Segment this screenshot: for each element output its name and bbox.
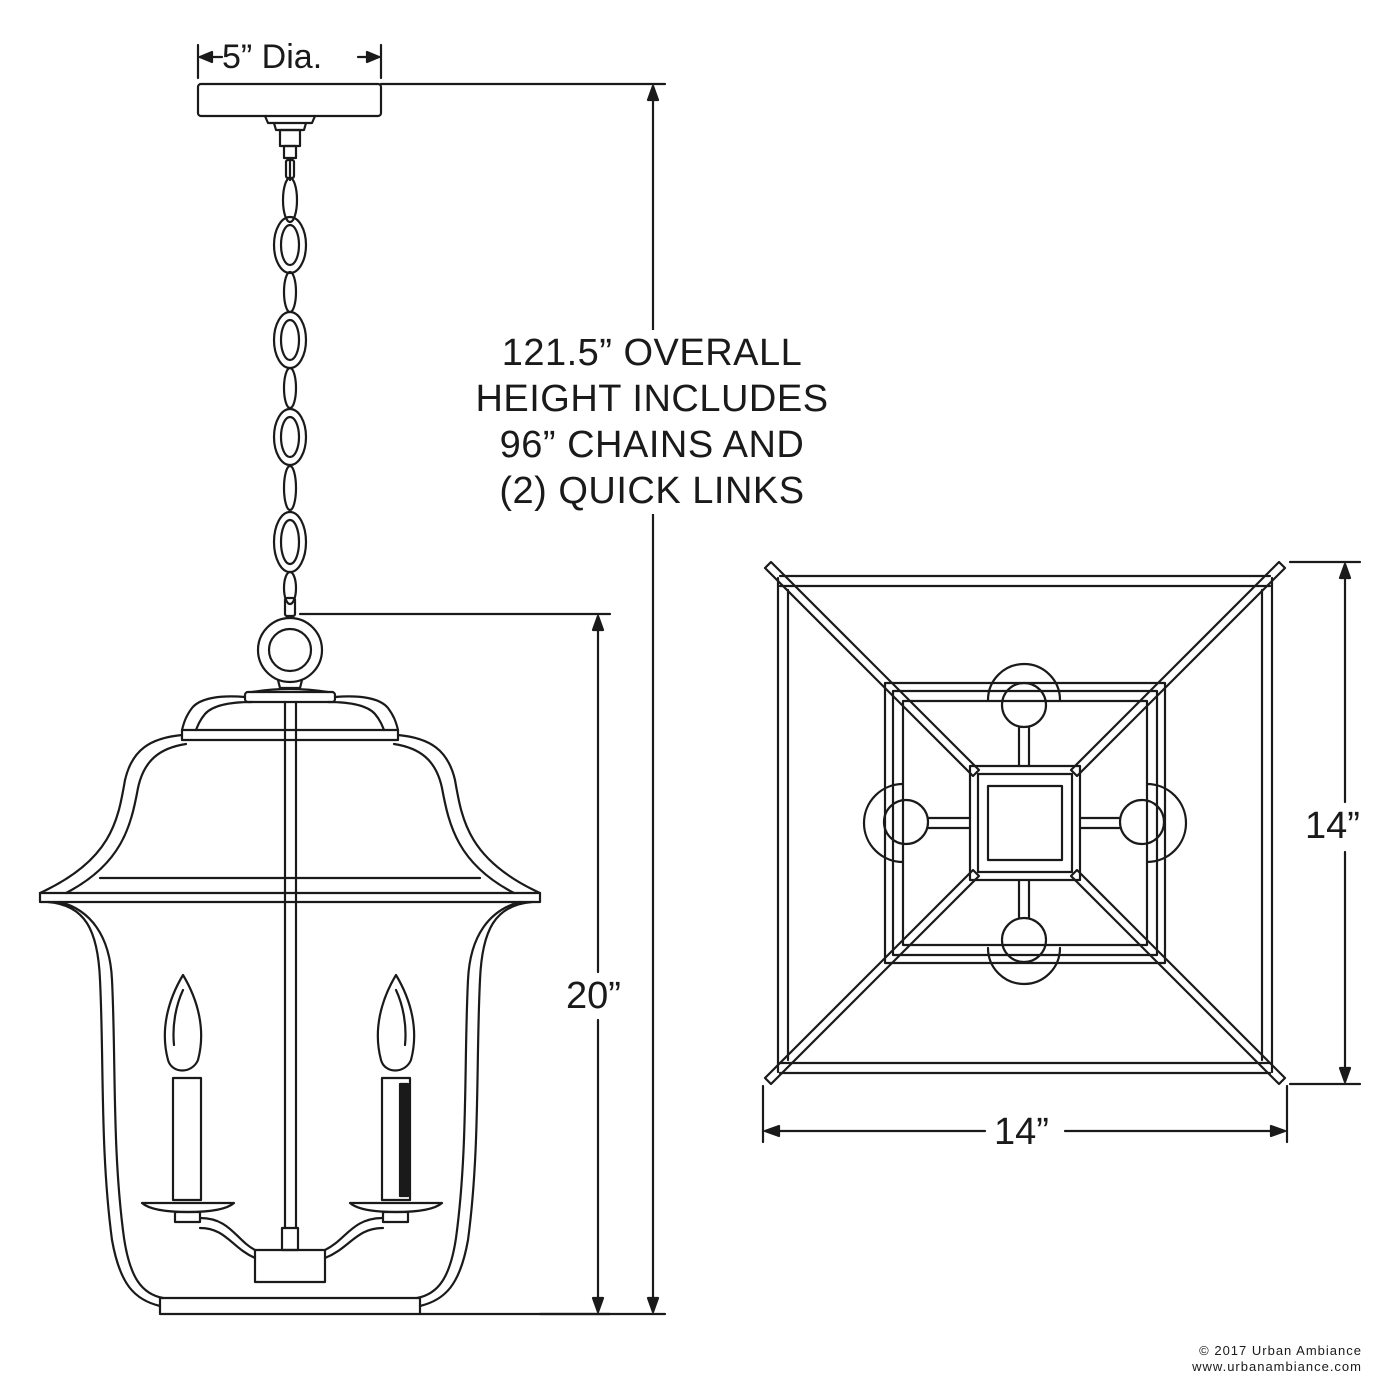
fixture-width-label: 14” (990, 1113, 1053, 1151)
lantern-top-cap (180, 687, 400, 742)
overall-height-note-line: (2) QUICK LINKS (499, 470, 805, 512)
fixture-depth-dimension-line (1288, 560, 1362, 1086)
hanging-loop (256, 616, 324, 690)
overall-height-note-line: HEIGHT INCLUDES (475, 378, 829, 420)
copyright-notice: © 2017 Urban Ambiance www.urbanambiance.… (1192, 1343, 1362, 1375)
hanging-chain (272, 156, 308, 618)
ceiling-canopy (196, 82, 383, 160)
lantern-bell (38, 733, 542, 904)
overall-height-dimension-line (379, 82, 667, 1316)
overall-height-note-line: 96” CHAINS AND (499, 424, 805, 466)
canopy-dimension-line (196, 43, 383, 80)
fixture-height-dimension-line (298, 612, 612, 1316)
fixture-height-label: 20” (566, 975, 621, 1017)
fixture-depth-label: 14” (1305, 805, 1360, 847)
fixture-width-dimension-line (761, 1084, 1289, 1144)
center-rod (283, 700, 298, 1230)
overall-height-note: 121.5” OVERALL HEIGHT INCLUDES 96” CHAIN… (452, 330, 852, 514)
overall-height-note-line: 121.5” OVERALL (501, 332, 803, 374)
website-text: www.urbanambiance.com (1192, 1359, 1362, 1374)
left-candle (140, 973, 257, 1260)
right-candle (323, 973, 444, 1260)
copyright-text: © 2017 Urban Ambiance (1199, 1343, 1362, 1358)
lantern-body (46, 900, 534, 1316)
lantern-plan-view (763, 560, 1287, 1086)
canopy-diameter-label: 5” Dia. (222, 38, 323, 76)
candle-hub (253, 1226, 327, 1284)
